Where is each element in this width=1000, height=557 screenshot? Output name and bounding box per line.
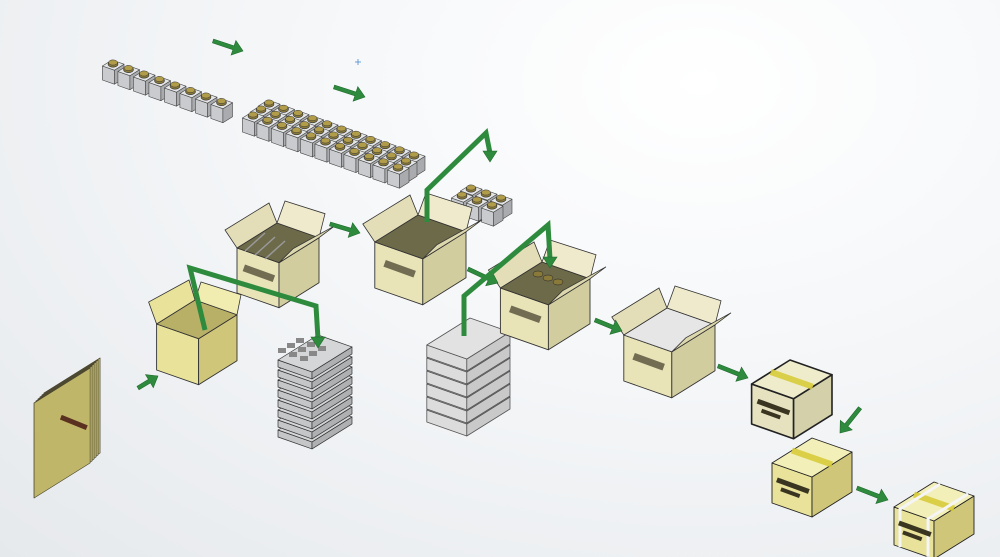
taped-carton: [771, 437, 853, 518]
arrow-tray-to-jars: [466, 266, 499, 287]
arrow-carton-to-fold: [136, 374, 159, 391]
arrow-tape-to-strap: [855, 485, 889, 504]
sealed-carton: [750, 359, 833, 440]
open-carton-with-foam: [611, 285, 732, 399]
carton-print: [776, 477, 810, 494]
carton-print: [898, 520, 932, 537]
arrow-foam-to-seal: [716, 363, 749, 382]
open-carton-with-jars: [487, 239, 607, 351]
arrow-seal-to-tape: [839, 406, 863, 434]
arrow-tray-into-carton: [186, 264, 326, 349]
arrow-jars-to-foam: [593, 317, 623, 335]
flat-carton-stack: [33, 357, 101, 499]
carton-print: [780, 487, 801, 498]
jar-block: [242, 99, 426, 189]
carton-print: [509, 305, 542, 324]
arrow-jars-into-carton: [424, 128, 498, 222]
carton-print: [902, 530, 923, 542]
carton-print: [632, 352, 665, 371]
jar-row-single: [102, 59, 233, 123]
arrow-jars-feed: [212, 38, 244, 56]
arrow-fold-to-tray: [329, 221, 361, 238]
foam-pad-stack: [426, 317, 511, 437]
arrow-foam-into-carton: [461, 219, 558, 336]
cursor-crosshair-icon: [355, 59, 361, 65]
divider-tray-stack: [277, 334, 353, 450]
strapped-carton: [893, 481, 975, 557]
carton-print: [760, 408, 781, 420]
carton-print: [242, 264, 276, 283]
erected-carton: [148, 279, 242, 386]
carton-print: [756, 398, 791, 416]
open-carton-empty: [224, 200, 336, 309]
carton-print: [383, 259, 416, 278]
arrow-jars-row: [333, 84, 366, 102]
open-carton-with-tray: [362, 192, 483, 306]
